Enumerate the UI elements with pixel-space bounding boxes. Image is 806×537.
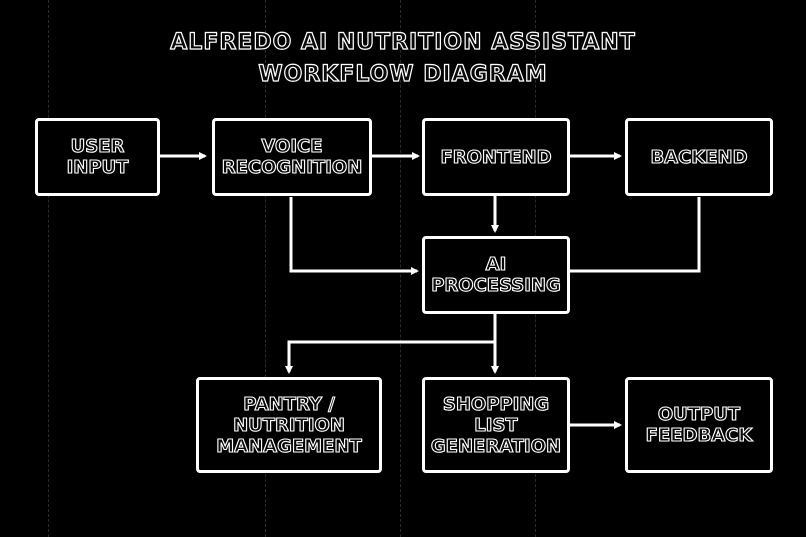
line-backend-to-ai: [570, 197, 701, 273]
node-user-input: USER INPUT: [35, 118, 160, 196]
node-output-feedback-label: OUTPUT FEEDBACK: [645, 403, 753, 446]
node-shopping-list-label: SHOPPING LIST GENERATION: [430, 393, 562, 457]
node-backend-label: BACKEND: [650, 146, 748, 168]
node-voice-recognition: VOICE RECOGNITION: [212, 118, 372, 196]
background-dashed-line: [400, 0, 401, 537]
arrow-ai-to-pantry: [285, 340, 495, 374]
background-dashed-line: [48, 0, 49, 537]
node-voice-recognition-label: VOICE RECOGNITION: [221, 135, 363, 178]
node-ai-processing-label: AI PROCESSING: [431, 253, 562, 296]
diagram-title-line-2: WORKFLOW DIAGRAM: [258, 61, 548, 87]
node-ai-processing: AI PROCESSING: [422, 236, 570, 314]
node-user-input-label: USER INPUT: [66, 135, 129, 178]
node-shopping-list-generation: SHOPPING LIST GENERATION: [422, 377, 570, 473]
node-output-feedback: OUTPUT FEEDBACK: [625, 377, 773, 473]
node-frontend-label: FRONTEND: [440, 146, 552, 168]
background-dashed-line: [265, 0, 266, 537]
node-pantry-nutrition-management: PANTRY / NUTRITION MANAGEMENT: [196, 377, 382, 473]
node-frontend: FRONTEND: [422, 118, 570, 196]
arrow-voice-to-ai: [289, 197, 419, 275]
node-backend: BACKEND: [625, 118, 773, 196]
node-pantry-label: PANTRY / NUTRITION MANAGEMENT: [216, 393, 363, 457]
diagram-title-line-1: ALFREDO AI NUTRITION ASSISTANT: [170, 29, 636, 55]
